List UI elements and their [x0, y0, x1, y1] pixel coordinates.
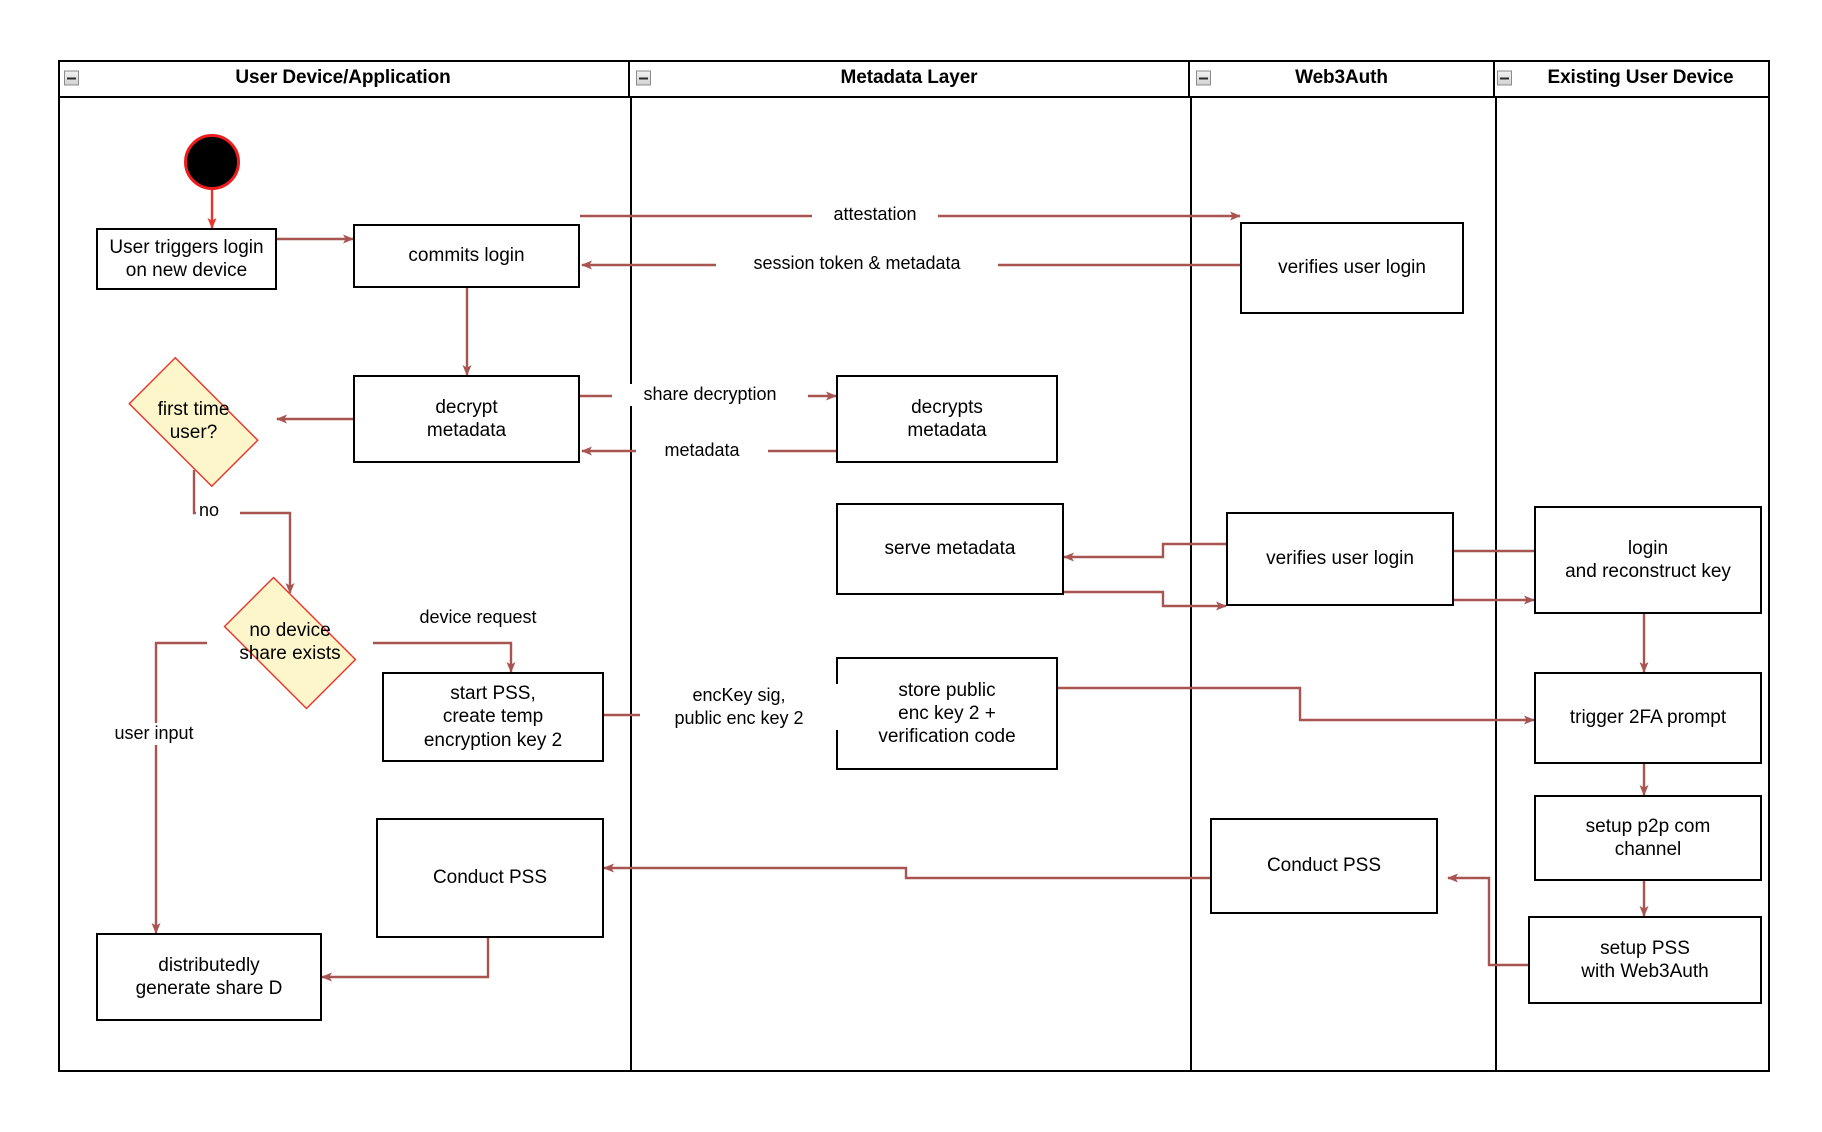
lane-title-metadata: Metadata Layer [840, 67, 978, 88]
minus-box-icon[interactable] [1196, 70, 1211, 86]
start-event-node [184, 134, 240, 190]
node-store-public-key[interactable]: store public enc key 2 + verification co… [836, 657, 1058, 770]
node-verifies-user-login-mid[interactable]: verifies user login [1226, 512, 1454, 606]
minus-box-icon[interactable] [1497, 70, 1512, 86]
edge-label-device-request: device request [392, 607, 564, 629]
node-generate-share-d[interactable]: distributedly generate share D [96, 933, 322, 1021]
lane-title-web3auth: Web3Auth [1295, 67, 1388, 88]
node-conduct-pss-user[interactable]: Conduct PSS [376, 818, 604, 938]
decision-no-device-share-label: no device share exists [239, 620, 341, 664]
decision-no-device-share-exists[interactable]: no device share exists [207, 576, 373, 710]
lane-divider-3 [1495, 98, 1497, 1072]
edge-label-metadata: metadata [636, 440, 768, 462]
decision-first-time-user-label: first time user? [157, 399, 230, 443]
edge-label-enckey-sig: encKey sig, public enc key 2 [640, 684, 838, 731]
node-login-and-reconstruct-key[interactable]: login and reconstruct key [1534, 506, 1762, 614]
node-user-triggers-login[interactable]: User triggers login on new device [96, 228, 277, 290]
edge-label-attestation: attestation [812, 204, 938, 226]
node-verifies-user-login-top[interactable]: verifies user login [1240, 222, 1464, 314]
node-decrypt-metadata[interactable]: decrypt metadata [353, 375, 580, 463]
lane-divider-2 [1190, 98, 1192, 1072]
edge-label-no: no [196, 500, 240, 522]
node-trigger-2fa-prompt[interactable]: trigger 2FA prompt [1534, 672, 1762, 764]
lane-header-web3auth[interactable]: Web3Auth [1190, 60, 1495, 98]
lane-title-existing-device: Existing User Device [1547, 67, 1734, 88]
lane-header-user-device[interactable]: User Device/Application [58, 60, 630, 98]
lane-header-metadata[interactable]: Metadata Layer [630, 60, 1190, 98]
node-setup-pss-with-web3auth[interactable]: setup PSS with Web3Auth [1528, 916, 1762, 1004]
node-conduct-pss-web3auth[interactable]: Conduct PSS [1210, 818, 1438, 914]
node-decrypts-metadata[interactable]: decrypts metadata [836, 375, 1058, 463]
minus-box-icon[interactable] [636, 70, 651, 86]
edge-label-user-input: user input [90, 723, 218, 745]
minus-box-icon[interactable] [64, 70, 79, 86]
node-setup-p2p-channel[interactable]: setup p2p com channel [1534, 795, 1762, 881]
swimlane-pool [58, 60, 1770, 1072]
decision-first-time-user[interactable]: first time user? [110, 356, 277, 488]
node-serve-metadata[interactable]: serve metadata [836, 503, 1064, 595]
lane-divider-1 [630, 98, 632, 1072]
lane-title-user-device: User Device/Application [235, 67, 451, 88]
lane-header-existing-device[interactable]: Existing User Device [1495, 60, 1770, 98]
edge-label-share-decryption: share decryption [612, 384, 808, 406]
node-commits-login[interactable]: commits login [353, 224, 580, 288]
node-start-pss[interactable]: start PSS, create temp encryption key 2 [382, 672, 604, 762]
edge-label-session-token: session token & metadata [716, 253, 998, 275]
